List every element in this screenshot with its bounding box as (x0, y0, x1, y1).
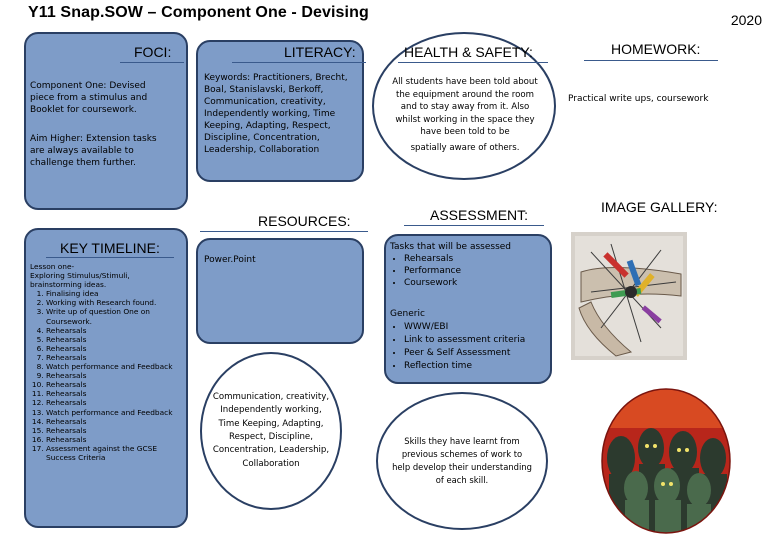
page-title: Y11 Snap.SOW – Component One - Devising (28, 4, 369, 21)
assessment-generic-label: Generic (390, 309, 425, 319)
timeline-item: Write up of question One on Coursework. (46, 307, 180, 325)
foci-aim-text: Aim Higher: Extension tasks are always a… (30, 134, 157, 168)
assessment-rule (404, 225, 544, 226)
timeline-item: Rehearsals (46, 326, 180, 335)
health-oval (372, 32, 556, 180)
assessment-item: Rehearsals (404, 253, 546, 265)
assessment-item: Performance (404, 265, 546, 277)
assessment-tasks: Tasks that will be assessed Rehearsals P… (390, 241, 546, 289)
gallery-heading: IMAGE GALLERY: (601, 199, 718, 215)
foci-rule (120, 62, 184, 63)
gallery-image-syringes (571, 232, 687, 360)
skills-oval-text: Communication, creativity, Independently… (212, 391, 330, 469)
assessment-intro: Tasks that will be assessed (390, 242, 512, 252)
timeline-item: Rehearsals (46, 353, 180, 362)
timeline-heading: KEY TIMELINE: (60, 240, 160, 256)
timeline-rule (46, 257, 174, 258)
assessment-generic-item: Peer & Self Assessment (404, 347, 546, 360)
resources-heading: RESOURCES: (258, 213, 351, 229)
resources-panel (196, 238, 364, 344)
gallery-image-crowd (601, 388, 731, 534)
assessment-heading: ASSESSMENT: (430, 207, 529, 223)
timeline-lesson-text: Exploring Stimulus/Stimuli, brainstormin… (30, 271, 130, 290)
timeline-item: Watch performance and Feedback (46, 408, 180, 417)
foci-panel (24, 32, 188, 210)
foci-heading: FOCI: (134, 44, 172, 60)
literacy-rule (232, 62, 366, 63)
year-label: 2020 (730, 12, 762, 28)
assessment-panel (384, 234, 552, 384)
timeline-item: Watch performance and Feedback (46, 362, 180, 371)
timeline-item: Rehearsals (46, 380, 180, 389)
timeline-item: Assessment against the GCSE Success Crit… (46, 444, 180, 462)
resources-powerpoint-text: Power.Point (204, 255, 256, 265)
health-text-main: All students have been told about the eq… (392, 77, 538, 138)
assessment-generic-item: Link to assessment criteria (404, 334, 546, 347)
timeline-item: Rehearsals (46, 435, 180, 444)
health-text-end: spatially aware of others. (410, 142, 520, 153)
timeline-item: Working with Research found. (46, 298, 180, 307)
timeline-panel (24, 228, 188, 528)
prior-skills-text: Skills they have learnt from previous sc… (392, 435, 532, 486)
timeline-lesson-label: Lesson one- (30, 262, 75, 271)
literacy-panel (196, 40, 364, 182)
assessment-generic: Generic WWW/EBI Link to assessment crite… (390, 308, 546, 373)
literacy-text: Keywords: Practitioners, Brecht, Boal, S… (204, 73, 348, 155)
prior-skills-oval: Skills they have learnt from previous sc… (376, 392, 548, 530)
timeline-item: Rehearsals (46, 398, 180, 407)
health-text: All students have been told about the eq… (390, 76, 540, 155)
timeline-list: Lesson one- Exploring Stimulus/Stimuli, … (30, 262, 180, 462)
health-heading: HEALTH & SAFETY: (404, 44, 533, 60)
timeline-item: Rehearsals (46, 335, 180, 344)
homework-heading: HOMEWORK: (611, 41, 701, 57)
health-rule (398, 62, 548, 63)
literacy-heading: LITERACY: (284, 44, 356, 60)
homework-text: Practical write ups, coursework (568, 94, 709, 104)
timeline-item: Rehearsals (46, 426, 180, 435)
timeline-item: Rehearsals (46, 344, 180, 353)
timeline-ordered-list: Finalising ideaWorking with Research fou… (30, 289, 180, 462)
timeline-item: Rehearsals (46, 389, 180, 398)
timeline-item: Rehearsals (46, 371, 180, 380)
assessment-item: Coursework (404, 277, 546, 289)
homework-rule (584, 60, 718, 61)
assessment-generic-item: WWW/EBI (404, 321, 546, 334)
assessment-generic-item: Reflection time (404, 360, 546, 373)
foci-component-text: Component One: Devised piece from a stim… (30, 81, 148, 115)
timeline-item: Rehearsals (46, 417, 180, 426)
resources-rule (200, 231, 368, 232)
timeline-item: Finalising idea (46, 289, 180, 298)
skills-oval: Communication, creativity, Independently… (200, 352, 342, 510)
